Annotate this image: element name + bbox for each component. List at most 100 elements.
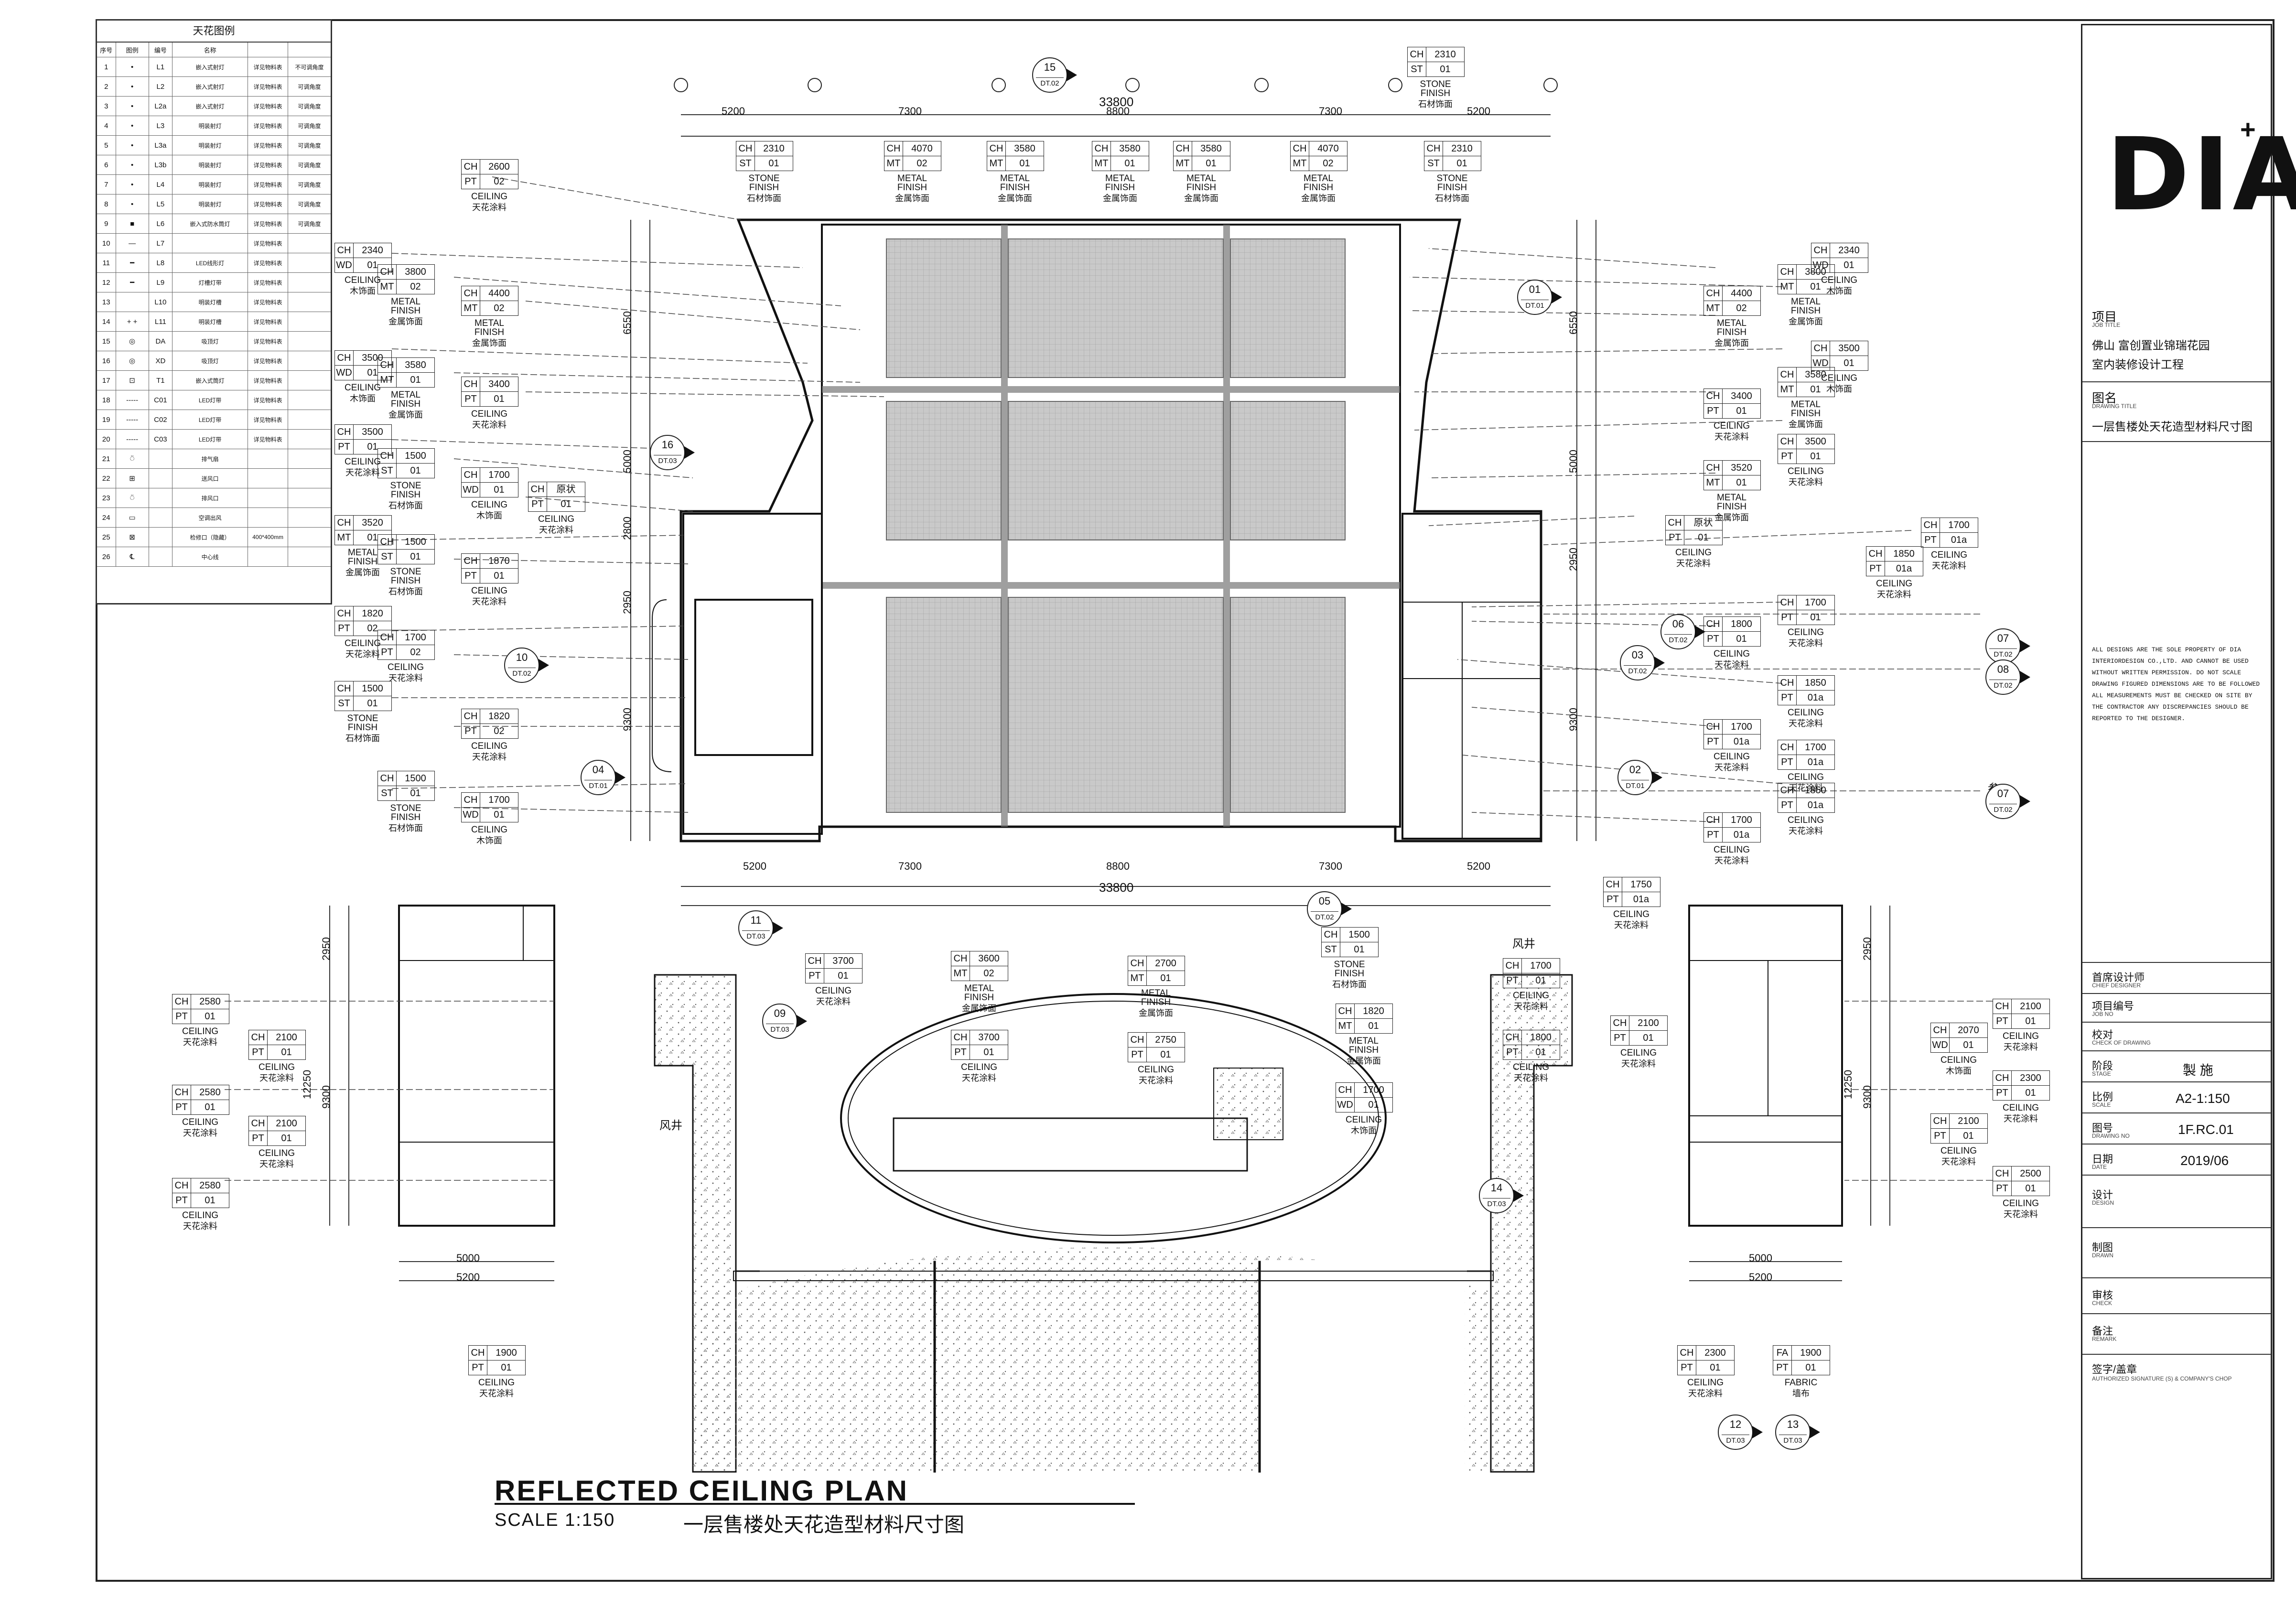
dim-left-v2: 5000 bbox=[621, 450, 633, 473]
tag-mat-key: MT bbox=[1778, 382, 1797, 397]
courtyard bbox=[654, 974, 1573, 1473]
legend-cell-name: 明装射灯 bbox=[172, 194, 248, 214]
legend-header: 序号 图例 编号 名称 bbox=[97, 43, 331, 57]
tag-mat-code: 01 bbox=[2025, 1088, 2036, 1098]
legend-cell-c5 bbox=[248, 469, 289, 488]
legend-cell-c5: 详见物料表 bbox=[248, 175, 289, 194]
tag-mat-code: 01 bbox=[838, 971, 849, 981]
callout-sheet: DT.03 bbox=[1722, 1435, 1749, 1445]
tag-ch-value: 2100 bbox=[1958, 1116, 1979, 1126]
dim-top-4: 7300 bbox=[1319, 105, 1342, 117]
tag-en-label: METAL FINISH bbox=[390, 390, 421, 409]
tag-ch-value: 1900 bbox=[1800, 1348, 1822, 1358]
tag-en-label: METAL FINISH bbox=[390, 297, 421, 316]
tag-ch-key: CH bbox=[462, 377, 480, 391]
axis-markers-top bbox=[674, 78, 1558, 92]
legend-cell-name: 送风口 bbox=[172, 469, 248, 488]
tag-ch-key: CH bbox=[1993, 1071, 2012, 1085]
tag-cn-label: 天花涂料 bbox=[1514, 1073, 1548, 1083]
tag-cn-label: 木饰面 bbox=[1946, 1066, 1972, 1076]
callout-sheet: DT.01 bbox=[1621, 780, 1649, 790]
legend-cell-c5: 详见物料表 bbox=[248, 194, 289, 214]
tag-mat-key: PT bbox=[469, 1360, 487, 1375]
callout-arrow-icon bbox=[1513, 1189, 1524, 1202]
legend-cell-sym: • bbox=[116, 155, 149, 174]
callout-arrow-icon bbox=[2020, 795, 2030, 808]
legend-cell-no: 11 bbox=[97, 253, 116, 272]
callout-sheet: DT.02 bbox=[508, 668, 536, 678]
design-label: 设计 bbox=[2092, 1189, 2113, 1201]
tag-ch-value: 1500 bbox=[405, 537, 426, 547]
tag-ch-key: CH bbox=[335, 516, 354, 530]
tag-ch-value: 1820 bbox=[1363, 1006, 1384, 1016]
callout-arrow-icon bbox=[539, 659, 549, 671]
plan-title-cn: 一层售楼处天花造型材料尺寸图 bbox=[683, 1513, 965, 1536]
tag-mat-code: 01 bbox=[1368, 1021, 1379, 1031]
legend-cell-code: C03 bbox=[149, 430, 173, 449]
dim-lw-v1: 2950 bbox=[320, 937, 332, 961]
tag-mat-key: PT bbox=[249, 1045, 268, 1059]
tag-cn-label: 天花涂料 bbox=[1789, 783, 1823, 793]
beam-lines bbox=[822, 225, 1400, 827]
tag-ch-value: 1700 bbox=[1731, 722, 1752, 732]
tag-ch-key: CH bbox=[335, 243, 354, 258]
remark-sub: REMARK bbox=[2092, 1336, 2117, 1342]
tag-en-label: STONE FINISH bbox=[748, 173, 780, 193]
tag-en-label: CEILING bbox=[344, 638, 381, 648]
tag-cn-label: 木饰面 bbox=[476, 836, 502, 845]
tag-mat-key: PT bbox=[1604, 892, 1622, 907]
tag-ch-value: 2750 bbox=[1155, 1035, 1176, 1045]
tag-ch-value: 4070 bbox=[911, 143, 933, 154]
tag-mat-code: 01 bbox=[1535, 1047, 1546, 1058]
tag-cn-label: 天花涂料 bbox=[472, 752, 507, 762]
legend-cell-c5: 详见物料表 bbox=[248, 214, 289, 233]
tag-ch-value: 1820 bbox=[362, 608, 383, 619]
tag-en-label: METAL FINISH bbox=[1303, 173, 1334, 193]
dim-bottom-2: 7300 bbox=[898, 860, 922, 872]
drawn-sub: DRAWN bbox=[2092, 1252, 2113, 1259]
legend-cell-no: 25 bbox=[97, 528, 116, 547]
tag-mat-key: PT bbox=[1704, 734, 1723, 749]
right-rooms bbox=[1401, 513, 1542, 840]
tag-mat-key: PT bbox=[806, 969, 824, 983]
legend-cell-name: 明装灯槽 bbox=[172, 292, 248, 312]
tag-ch-key: CH bbox=[1503, 959, 1522, 973]
legend-cell-c6 bbox=[288, 469, 331, 488]
legend-cell-c5: 详见物料表 bbox=[248, 57, 289, 76]
tag-mat-key: PT bbox=[172, 1193, 191, 1208]
callout-arrow-icon bbox=[1067, 69, 1077, 81]
tag-ch-key: CH bbox=[1092, 141, 1111, 156]
tag-ch-key: CH bbox=[249, 1030, 268, 1045]
tag-mat-code: 01 bbox=[367, 367, 378, 378]
tag-mat-code: 01a bbox=[1951, 535, 1967, 545]
dim-top-1: 5200 bbox=[722, 105, 745, 117]
callout-number: 01 bbox=[1529, 283, 1541, 295]
tag-en-label: CEILING bbox=[1713, 845, 1750, 855]
logo-plus-icon: + bbox=[2240, 114, 2256, 144]
tag-ch-value: 2100 bbox=[2020, 1001, 2041, 1012]
legend-cell-no: 15 bbox=[97, 332, 116, 351]
tag-ch-key: FA bbox=[1773, 1346, 1792, 1360]
